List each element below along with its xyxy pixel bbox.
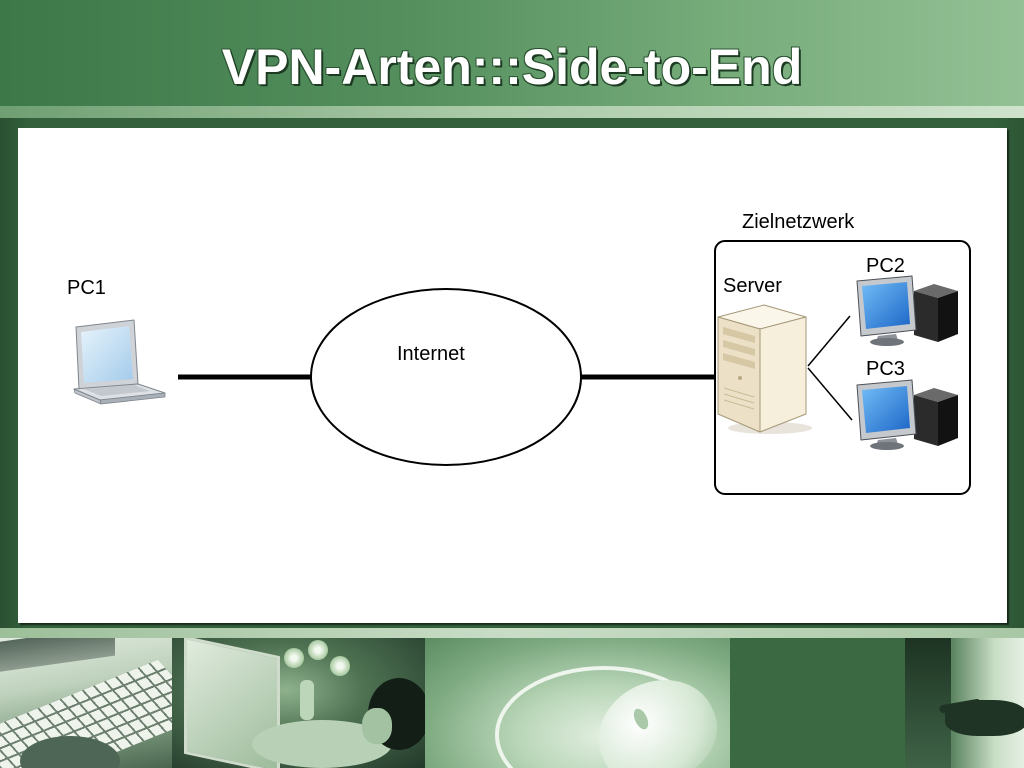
pc3-tower-top bbox=[914, 388, 958, 402]
laptop-base-front bbox=[99, 392, 166, 405]
slide-title: VPN-Arten:::Side-to-End bbox=[221, 39, 803, 95]
pc2-tower-front bbox=[914, 291, 938, 342]
target-network-box bbox=[714, 240, 971, 495]
pc2-tower-side bbox=[938, 291, 958, 342]
laptop-icon bbox=[73, 319, 166, 405]
green-square bbox=[730, 638, 905, 768]
link-server-pc2 bbox=[807, 315, 851, 367]
laptop-display bbox=[81, 326, 133, 383]
pc2-computer-icon bbox=[856, 275, 958, 346]
server-drive-bay bbox=[723, 340, 755, 356]
hand-pointing-photo bbox=[905, 638, 1024, 768]
link-server-pc3 bbox=[807, 367, 853, 421]
footer-divider bbox=[0, 628, 1024, 638]
internet-cloud bbox=[310, 288, 582, 466]
pc3-tower-front bbox=[914, 395, 938, 446]
woman-face-shape bbox=[362, 708, 392, 744]
network-label: Zielnetzwerk bbox=[742, 211, 855, 233]
pc2-label: PC2 bbox=[866, 255, 905, 277]
server-power-button bbox=[738, 376, 742, 380]
pc2-monitor-base bbox=[870, 338, 904, 346]
pc3-monitor-screen bbox=[862, 386, 910, 433]
server-drive-bay bbox=[723, 353, 755, 369]
server-side bbox=[759, 316, 807, 433]
pc2-monitor-screen bbox=[862, 282, 910, 329]
monitor-edge-shape bbox=[905, 638, 951, 768]
pc3-computer-icon bbox=[856, 379, 958, 450]
flower-shape bbox=[284, 648, 304, 668]
internet-label: Internet bbox=[397, 343, 465, 365]
network-diagram: PC1 Internet Zielnetzwerk Server bbox=[67, 211, 971, 495]
vase-shape bbox=[300, 680, 314, 720]
woman-at-computer-photo bbox=[172, 638, 425, 768]
footer-photo-strip bbox=[0, 638, 1024, 768]
pc3-tower-side bbox=[938, 395, 958, 446]
title-band: VPN-Arten:::Side-to-End bbox=[0, 0, 1024, 106]
printer-shape bbox=[0, 638, 115, 673]
server-vent bbox=[723, 387, 755, 398]
flower-shape bbox=[308, 640, 328, 660]
server-vent bbox=[723, 393, 755, 404]
server-drive-bay bbox=[723, 327, 755, 343]
pc3-label: PC3 bbox=[866, 358, 905, 380]
title-divider bbox=[0, 106, 1024, 118]
server-icon bbox=[717, 304, 812, 434]
pc2-tower-top bbox=[914, 284, 958, 298]
pc1-label: PC1 bbox=[67, 277, 106, 299]
keyboard-photo bbox=[0, 638, 172, 768]
server-label: Server bbox=[723, 275, 782, 297]
flower-shape bbox=[330, 656, 350, 676]
mouse-photo bbox=[425, 638, 730, 768]
laptop-keyboard bbox=[84, 385, 150, 396]
pc3-monitor-base bbox=[870, 442, 904, 450]
server-vent bbox=[723, 399, 755, 410]
